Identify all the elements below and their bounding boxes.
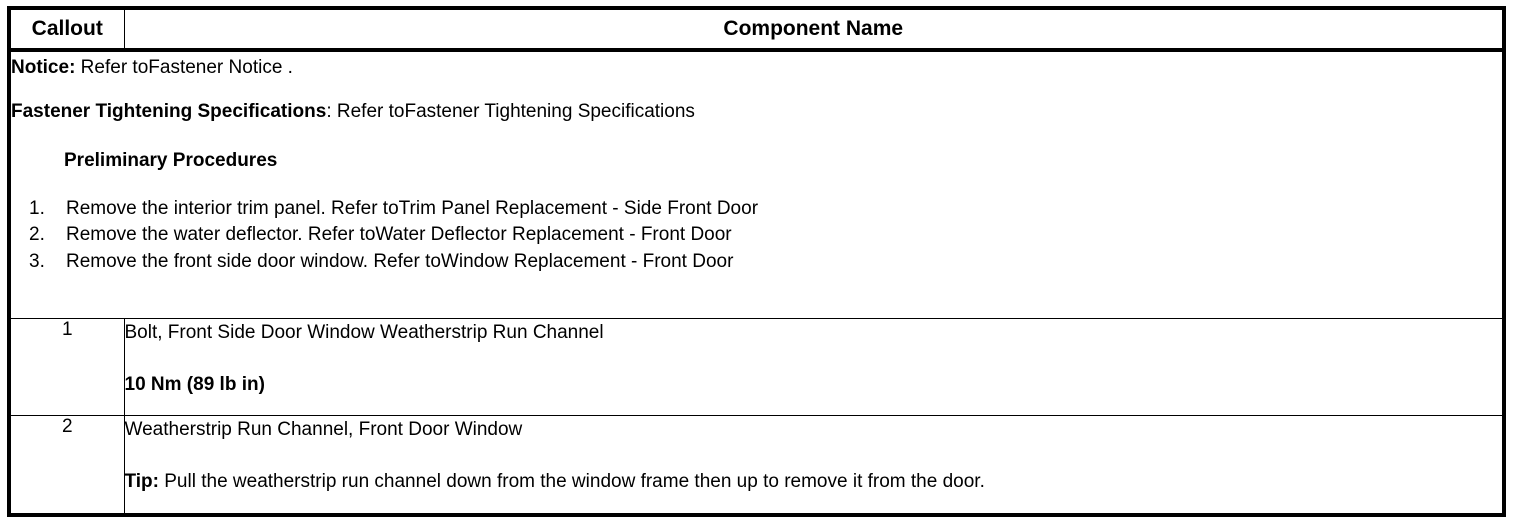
spec-table-container: Callout Component Name Notice: Refer toF…	[7, 6, 1506, 517]
fastener-spec-line: Fastener Tightening Specifications: Refe…	[11, 84, 1502, 128]
column-header-callout: Callout	[8, 7, 125, 52]
table-row: 1 Bolt, Front Side Door Window Weatherst…	[8, 317, 1505, 416]
callout-description: Bolt, Front Side Door Window Weatherstri…	[123, 317, 1505, 416]
tip-note: Tip: Pull the weatherstrip run channel d…	[125, 442, 1503, 495]
callout-number: 1	[8, 317, 125, 416]
column-header-component-name: Component Name	[123, 7, 1505, 52]
notice-text: Refer toFastener Notice .	[75, 57, 293, 78]
component-title: Weatherstrip Run Channel, Front Door Win…	[124, 418, 523, 440]
table-row: 2 Weatherstrip Run Channel, Front Door W…	[8, 414, 1505, 516]
callout-number: 2	[8, 414, 125, 516]
component-title: Bolt, Front Side Door Window Weatherstri…	[124, 321, 604, 343]
notice-line: Notice: Refer toFastener Notice .	[11, 52, 1502, 84]
preliminary-procedures-list: Remove the interior trim panel. Refer to…	[11, 178, 1502, 275]
list-item: Remove the interior trim panel. Refer to…	[29, 196, 759, 222]
callout-description: Weatherstrip Run Channel, Front Door Win…	[123, 414, 1505, 516]
preliminary-procedures-heading: Preliminary Procedures	[64, 150, 278, 172]
list-item: Remove the water deflector. Refer toWate…	[29, 222, 732, 248]
tip-text: Pull the weatherstrip run channel down f…	[158, 471, 985, 493]
intro-section-row: Notice: Refer toFastener Notice . Fasten…	[8, 49, 1505, 319]
fastener-spec-label: Fastener Tightening Specifications	[11, 100, 327, 122]
tip-label: Tip:	[124, 471, 159, 493]
fastener-spec-text: : Refer toFastener Tightening Specificat…	[326, 100, 695, 122]
torque-spec: 10 Nm (89 lb in)	[124, 374, 265, 396]
component-spec-table: Callout Component Name Notice: Refer toF…	[7, 6, 1506, 517]
preliminary-information-cell: Notice: Refer toFastener Notice . Fasten…	[8, 49, 1505, 319]
table-header-row: Callout Component Name	[8, 7, 1505, 52]
notice-label: Notice:	[11, 57, 76, 78]
list-item: Remove the front side door window. Refer…	[29, 249, 734, 275]
